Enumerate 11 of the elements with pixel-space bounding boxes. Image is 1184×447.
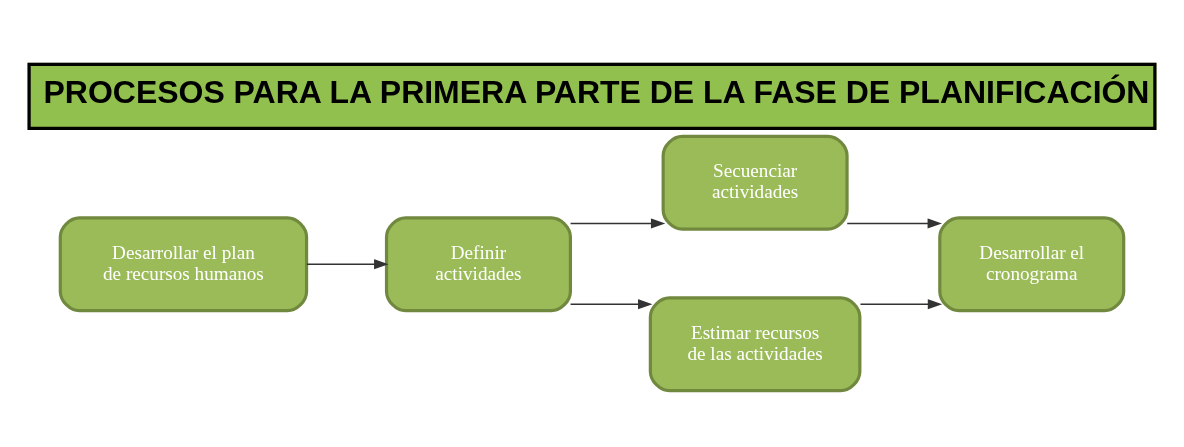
diagram-title: PROCESOS PARA LA PRIMERA PARTE DE LA FASE DE PLANIFICACIÓN bbox=[43, 73, 1150, 110]
arrow bbox=[569, 299, 653, 310]
node-box: Desarrollar el cronograma bbox=[938, 216, 1126, 313]
node-box: Estimar recursos de las actividades bbox=[648, 296, 862, 393]
arrow bbox=[569, 218, 666, 229]
node-box: Secuenciar actividades bbox=[661, 134, 849, 231]
arrow bbox=[859, 299, 943, 310]
arrow bbox=[846, 218, 942, 229]
arrow bbox=[306, 259, 389, 270]
node-box: Desarrollar el plan de recursos humanos bbox=[58, 216, 309, 313]
node-box: Definir actividades bbox=[384, 216, 572, 313]
